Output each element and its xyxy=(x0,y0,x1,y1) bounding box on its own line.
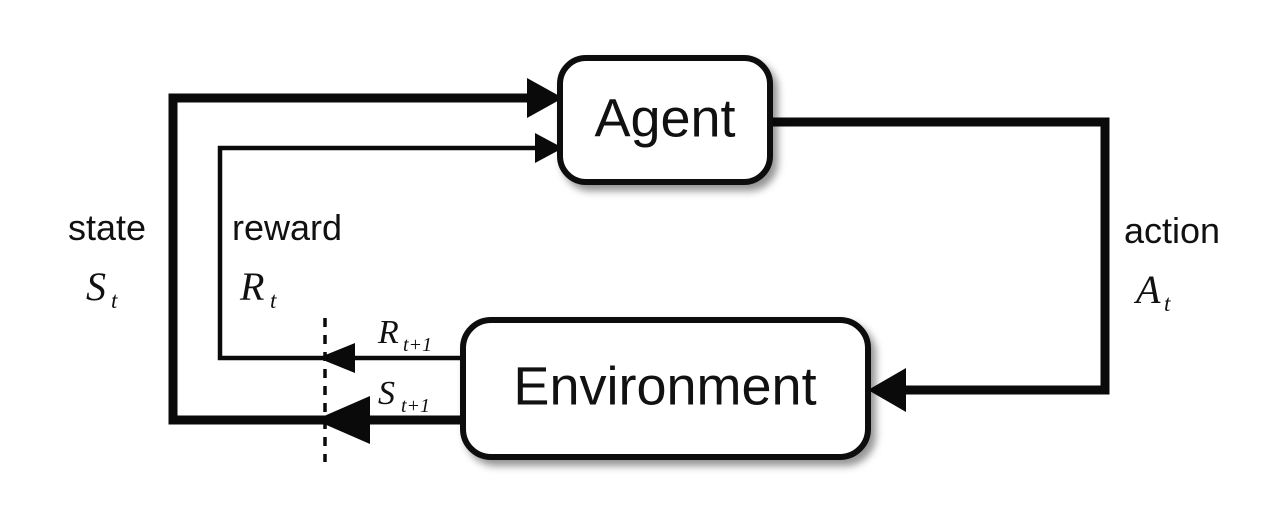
next-state-symbol: S xyxy=(378,375,395,412)
node-environment[interactable]: Environment xyxy=(460,317,871,460)
label-state: state S t xyxy=(68,207,146,313)
action-word: action xyxy=(1124,210,1220,251)
state-subscript: t xyxy=(111,288,118,313)
reward-subscript: t xyxy=(270,288,277,313)
label-next-reward: R t+1 xyxy=(377,314,432,356)
agent-box[interactable] xyxy=(557,55,773,185)
state-symbol: S xyxy=(86,264,106,309)
edge-state-to-agent xyxy=(168,78,563,425)
edge-action-to-environment xyxy=(770,117,1110,412)
action-symbol: A xyxy=(1133,267,1161,312)
next-reward-subscript: t+1 xyxy=(403,334,432,356)
arrow-head-next-state xyxy=(315,396,370,444)
reward-word: reward xyxy=(232,207,342,248)
edge-next-reward xyxy=(318,343,463,373)
label-reward: reward R t xyxy=(232,207,342,313)
node-agent[interactable]: Agent xyxy=(557,55,773,185)
arrow-head-next-reward xyxy=(318,343,355,373)
state-word: state xyxy=(68,207,146,248)
label-next-state: S t+1 xyxy=(378,375,430,417)
next-state-subscript: t+1 xyxy=(401,395,430,417)
label-action: action A t xyxy=(1124,210,1220,316)
edge-next-state xyxy=(315,396,463,444)
reward-symbol: R xyxy=(239,264,264,309)
action-subscript: t xyxy=(1164,291,1171,316)
environment-box-label: Environment xyxy=(513,356,816,416)
agent-box-label: Agent xyxy=(594,88,735,148)
edge-reward-to-agent xyxy=(217,133,563,361)
arrow-head-reward xyxy=(535,133,563,163)
next-reward-symbol: R xyxy=(377,314,399,351)
arrow-head-state xyxy=(527,78,563,118)
environment-box[interactable] xyxy=(460,317,871,460)
arrow-head-action xyxy=(868,368,906,412)
